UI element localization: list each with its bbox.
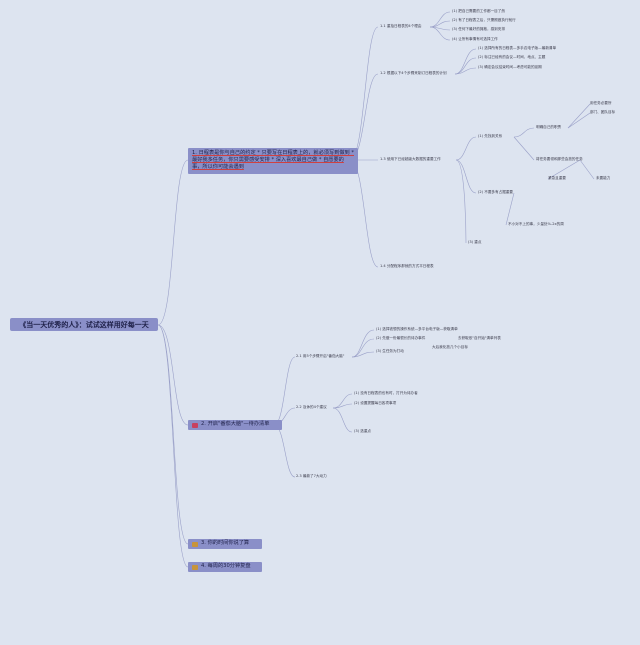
node-s1-3-a2[interactable]: 部门、团队目标 <box>590 110 616 114</box>
node-s1-2[interactable]: 1.2 根据以下4个步骤来制订日程表的计划 <box>380 71 447 75</box>
node-s2-3[interactable]: 2.3 最款了7大动力 <box>296 474 327 478</box>
node-s1-3-a[interactable]: (1) 先找到关系 <box>478 134 503 138</box>
node-s1-1[interactable]: 1.1 重拾日程表的4个理由 <box>380 24 422 28</box>
node-s1-3-b3[interactable]: 未要能力 <box>596 176 611 180</box>
connector-b2-s21 <box>273 356 296 426</box>
node-s1-1-item[interactable]: (4) 让所有事情有可选择工作 <box>452 37 498 41</box>
node-s2-2-item[interactable]: (3) 选重点 <box>354 429 372 433</box>
connector-b2-s23 <box>273 424 296 478</box>
connector-root-b2 <box>157 324 189 426</box>
connector-root-b4 <box>157 324 189 568</box>
node-s1-2-item[interactable]: (1) 选择所有的日程表—多手边电子版—最新清单 <box>478 46 557 50</box>
node-s2-1-item[interactable]: (3) 生任务为打动 <box>376 349 404 353</box>
node-s1-1-item[interactable]: (1) 把自己需要的工作都一目了然 <box>452 9 505 13</box>
node-s2-1[interactable]: 2.1 用5个步骤开启"番茄大脑" <box>296 354 345 358</box>
clock-icon <box>192 541 198 547</box>
node-s2-2[interactable]: 2.2 及休的4个建议 <box>296 405 327 409</box>
node-s2-1-side[interactable]: 大后我化放几个小目标 <box>432 345 468 349</box>
node-s1-3-c[interactable]: 不小对不上的事，少量处%-2x的周 <box>508 222 564 226</box>
node-s2-2-item[interactable]: (2) 设置提醒每日各项事项 <box>354 401 397 405</box>
branch-2-node[interactable]: 2. 开启"番茄大脑"—待办清单 <box>188 420 282 430</box>
node-s1-2-item[interactable]: (3) 确定会议结束时间—考虑可能的延期 <box>478 65 542 69</box>
node-s1-2-item[interactable]: (2) 标注已经有的会议—时间、地点、主题 <box>478 55 546 59</box>
node-s1-4[interactable]: 1.4 分配程序那就的方式平日程表 <box>380 264 434 268</box>
node-s1-3-b2[interactable]: 紧急且重要 <box>548 176 566 180</box>
branch-3-label: 3. 你的时间你说了算 <box>201 540 250 547</box>
node-s1-3-b[interactable]: (2) 不要多有占据重要 <box>478 190 513 194</box>
root-node[interactable]: 《当一天优秀的人》：试试这样用好每一天 <box>10 318 158 331</box>
node-s1-3-a1[interactable]: 明确自己的职责 <box>536 125 562 129</box>
branch-1-label: 1. 日程表是你与自己的约定 * 只要写在日程表上的，就必须写到做到 * 最好我… <box>192 150 354 171</box>
node-s2-2-item[interactable]: (1) 没有日程表的也有时，打开为待办者 <box>354 391 418 395</box>
branch-2-label: 2. 开启"番茄大脑"—待办清单 <box>201 421 270 428</box>
node-s2-1-item[interactable]: (2) 先做一份最很长的待办事件 <box>376 336 426 340</box>
node-s1-3-a0[interactable]: 用任务必要所 <box>590 101 612 105</box>
calendar-icon <box>192 564 198 570</box>
branch-4-label: 4. 每周的30分钟复盘 <box>201 563 251 570</box>
node-s2-1-side[interactable]: 去获取依"自开始"清单列表 <box>458 336 501 340</box>
priority-icon <box>192 422 198 428</box>
node-s1-3-b1[interactable]: 将任务要领和那些会放的任务 <box>536 157 583 161</box>
branch-4-node[interactable]: 4. 每周的30分钟复盘 <box>188 562 262 572</box>
node-s1-3-d[interactable]: (3) 重点 <box>468 240 482 244</box>
connector-root-b3 <box>157 324 189 545</box>
branch-1-node[interactable]: 1. 日程表是你与自己的约定 * 只要写在日程表上的，就必须写到做到 * 最好我… <box>188 148 358 174</box>
connector-root-b1 <box>157 159 189 326</box>
connector-b1-s11 <box>349 26 379 161</box>
connector-b1-s14 <box>349 159 379 268</box>
node-s2-1-item[interactable]: (1) 选择钱想的操作系统—多平台电子版—获取清单 <box>376 327 458 331</box>
node-s1-3[interactable]: 1.3 使用下已经超级大数据的重要工作 <box>380 157 441 161</box>
branch-3-node[interactable]: 3. 你的时间你说了算 <box>188 539 262 549</box>
node-s1-1-item[interactable]: (2) 有了日程表之后，只需照做执行就行 <box>452 18 516 22</box>
node-s1-1-item[interactable]: (3) 任何下最好的拥抱，感到安排 <box>452 27 505 31</box>
